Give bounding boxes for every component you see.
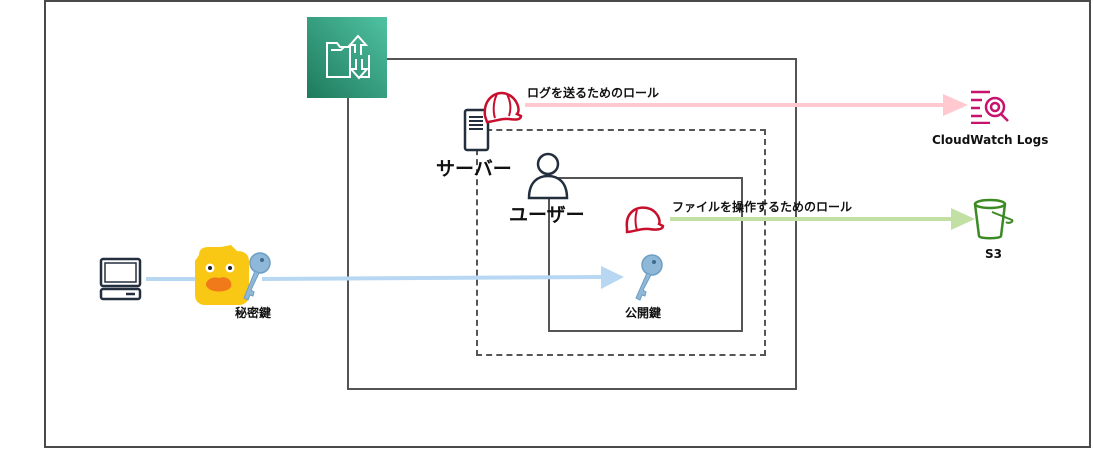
file-role-arrowhead <box>951 208 975 230</box>
private-key-icon <box>243 252 271 301</box>
s3-label: S3 <box>985 247 1002 261</box>
public-key-label: 公開鍵 <box>625 306 662 320</box>
cyberduck-icon <box>195 245 249 305</box>
aws-transfer-family-icon <box>307 17 387 98</box>
server-dashed-boundary <box>476 129 766 356</box>
cloudwatch-logs-label: CloudWatch Logs <box>932 133 1049 147</box>
user-icon <box>527 152 569 200</box>
private-key-label: 秘密鍵 <box>235 306 272 320</box>
file-role-hardhat-icon <box>625 206 665 234</box>
server-icon <box>463 108 490 152</box>
cloudwatch-logs-icon <box>971 90 1009 124</box>
user-label: ユーザー <box>509 204 585 226</box>
transfer-server-boundary <box>347 58 797 390</box>
log-role-arrowhead <box>943 94 968 116</box>
key-auth-arrowhead <box>601 266 624 289</box>
s3-bucket-icon <box>973 198 1014 240</box>
log-role-label: ログを送るためのロール <box>527 86 660 100</box>
public-key-icon <box>635 254 663 301</box>
log-role-hardhat-icon <box>483 91 523 124</box>
key-auth-line <box>261 275 604 281</box>
outer-boundary <box>44 0 1091 448</box>
user-boundary <box>548 177 743 332</box>
laptop-icon <box>99 257 142 301</box>
server-label: サーバー <box>436 158 512 180</box>
file-role-label: ファイルを操作するためのロール <box>672 200 853 214</box>
